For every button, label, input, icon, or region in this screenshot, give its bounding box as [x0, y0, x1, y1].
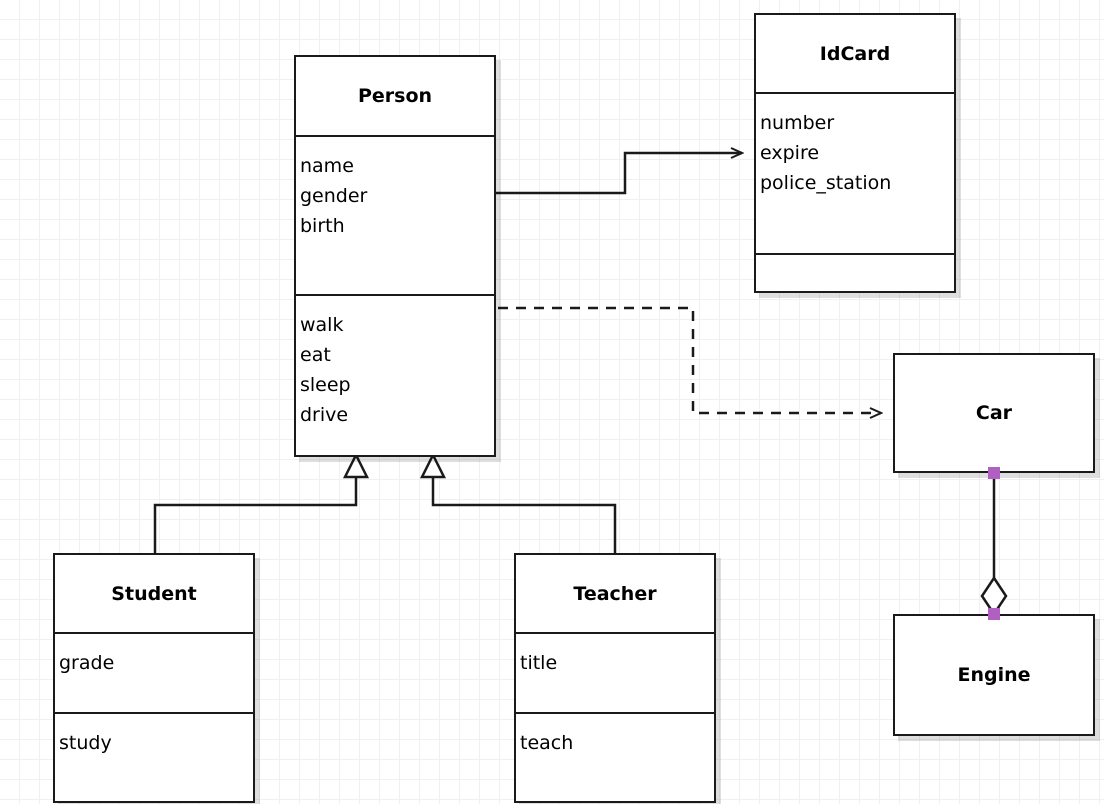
attributes-compartment-teacher: title	[516, 632, 714, 711]
attribute-item: birth	[300, 214, 345, 237]
attributes-compartment-person: name gender birth	[296, 134, 494, 294]
class-name-person: Person	[357, 84, 433, 107]
class-name-teacher: Teacher	[573, 582, 657, 605]
operations-compartment-student: study	[55, 711, 253, 801]
attribute-item: number	[760, 112, 835, 135]
class-name-idcard: IdCard	[819, 42, 891, 65]
operation-item: drive	[300, 403, 349, 426]
edge-endpoint-handle-engine[interactable]	[988, 608, 1000, 620]
operation-item: walk	[300, 313, 344, 336]
class-name-student: Student	[111, 582, 197, 605]
operations-compartment-person: walk eat sleep drive	[296, 293, 494, 455]
operations-compartment-idcard	[756, 253, 954, 291]
operation-item: study	[59, 731, 112, 754]
attribute-item: title	[520, 652, 558, 675]
class-name-car: Car	[975, 402, 1013, 424]
uml-class-idcard[interactable]: IdCard number expire police_station	[754, 13, 956, 293]
uml-class-engine[interactable]: Engine	[893, 614, 1095, 736]
attribute-item: grade	[59, 652, 115, 675]
edge-teacher-person[interactable]	[419, 452, 617, 553]
operations-compartment-teacher: teach	[516, 711, 714, 801]
operation-item: eat	[300, 343, 331, 366]
attribute-item: police_station	[760, 172, 892, 195]
edge-endpoint-handle-car[interactable]	[988, 467, 1000, 479]
attributes-compartment-idcard: number expire police_station	[756, 92, 954, 253]
hollow-triangle-icon	[342, 452, 370, 479]
uml-class-person[interactable]: Person name gender birth walk eat sleep …	[294, 55, 496, 457]
edge-car-engine[interactable]	[980, 473, 1008, 617]
attribute-item: gender	[300, 184, 368, 207]
attribute-item: expire	[760, 142, 820, 165]
uml-class-student[interactable]: Student grade study	[53, 553, 255, 803]
class-name-engine: Engine	[957, 664, 1031, 686]
edge-person-idcard[interactable]	[496, 153, 742, 195]
uml-class-teacher[interactable]: Teacher title teach	[514, 553, 716, 803]
hollow-triangle-icon	[419, 452, 447, 479]
attribute-item: name	[300, 154, 354, 177]
operation-item: teach	[520, 731, 574, 754]
attributes-compartment-student: grade	[55, 632, 253, 711]
operation-item: sleep	[300, 373, 351, 396]
edge-student-person[interactable]	[153, 452, 370, 553]
edge-person-car[interactable]	[498, 306, 881, 413]
uml-class-car[interactable]: Car	[893, 353, 1095, 473]
